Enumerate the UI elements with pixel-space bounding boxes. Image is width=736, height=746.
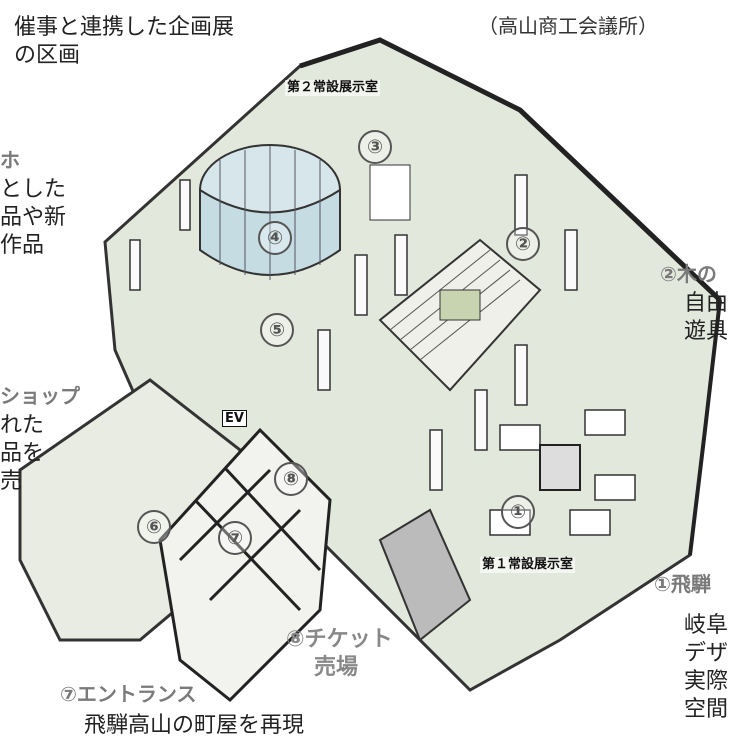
annotation-right-bottom-line1: 岐阜	[684, 613, 729, 638]
wall-top	[299, 37, 722, 302]
room-label-2: 第２常設展示室	[285, 80, 381, 97]
annotation-top-left-line2: の区画	[14, 43, 81, 68]
stage-block	[439, 289, 481, 321]
annotation-right-bottom-heading: ①飛騨	[654, 572, 711, 596]
annotation-left-line1: とした	[0, 177, 67, 202]
annotation-shop-line2: 品を	[0, 441, 45, 466]
annotation-right-top-line2: 遊具	[684, 319, 729, 344]
wall-right	[688, 299, 722, 556]
annotation-top-left-line1: 催事と連携した企画展	[14, 15, 235, 40]
entrance-heading: ⑦エントランス	[60, 682, 197, 706]
annotation-left-line2: 品や新	[0, 205, 67, 230]
marker-8: ⑧	[274, 462, 308, 496]
annotation-shop-line3: 売	[0, 469, 23, 494]
marker-1: ①	[501, 495, 535, 529]
room-label-1: 第１常設展示室	[480, 557, 576, 574]
marker-4: ④	[258, 221, 292, 255]
annotation-right-bottom-line4: 空間	[684, 697, 729, 722]
marker-2: ②	[506, 227, 540, 261]
ticket-label-line1: ⑧チケット	[286, 627, 393, 652]
annotation-right-bottom-line3: 実際	[684, 669, 729, 694]
annotation-shop-heading: ショップ	[0, 384, 80, 408]
display-cube	[539, 444, 581, 491]
annotation-top-center: （高山商工会議所）	[478, 14, 658, 38]
annotation-right-top-line1: 自由	[684, 291, 729, 316]
annotation-shop-line1: れた	[0, 413, 45, 438]
elevator-label: EV	[222, 410, 247, 427]
marker-6: ⑥	[137, 510, 171, 544]
stairs-lower	[378, 508, 472, 642]
annotation-left-line3: 作品	[0, 233, 45, 258]
marker-7: ⑦	[218, 521, 252, 555]
entrance-description: 飛騨高山の町屋を再現	[84, 713, 305, 738]
shelf	[369, 164, 411, 221]
annotation-right-bottom-line2: デザ	[684, 641, 729, 666]
annotation-right-top-heading: ②木の	[660, 262, 717, 286]
marker-3: ③	[358, 130, 392, 164]
annotation-left-heading: ホ	[0, 148, 20, 172]
marker-5: ⑤	[260, 313, 294, 347]
ticket-label-line2: 売場	[314, 655, 359, 680]
